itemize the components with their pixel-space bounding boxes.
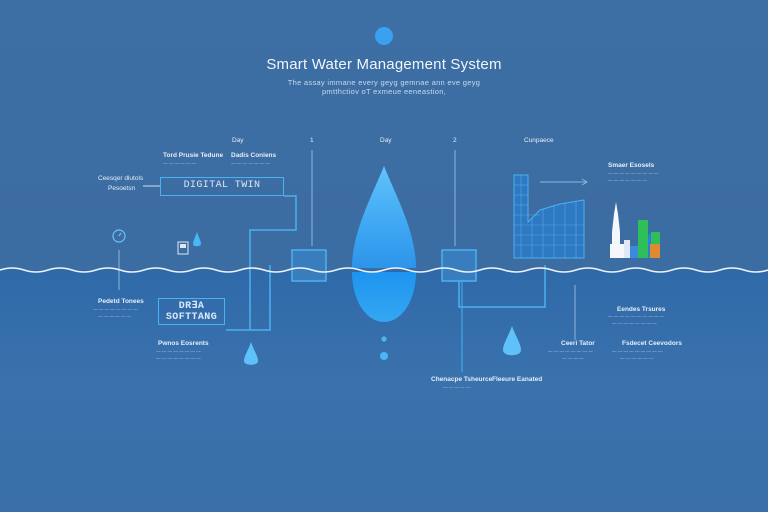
right-arrowhead — [581, 178, 588, 186]
node-square-right — [441, 249, 477, 282]
page-subtitle-line-1: The assay immane every geyg gemnae ann e… — [287, 78, 481, 87]
label-center-bottom-1-detail: — — — — — — [443, 385, 471, 390]
label-right-top: Smaer Esosels — [608, 162, 655, 169]
label-center-bottom-1: Chenacpe Tsheurce — [431, 376, 493, 383]
city-skyline-icon — [610, 202, 630, 258]
label-right-low-2-detail-1: — — — — — — — — — — [612, 349, 663, 354]
right-square-connector — [458, 265, 546, 308]
label-left-side-1: Ceesqer dlutols — [98, 175, 144, 182]
circle-dot-icon — [375, 27, 393, 45]
node-square-left — [291, 249, 327, 282]
timeline-num-1: 1 — [310, 137, 314, 144]
label-lower-left-1: Pedetd Tonees — [98, 298, 144, 305]
timeline-num-2: 2 — [453, 137, 457, 144]
pump-icon — [177, 232, 201, 255]
timeline-day-1: Day — [232, 137, 244, 144]
water-drop-icon-right — [503, 326, 521, 356]
label-center-bottom-2: Fleeure Eanated — [492, 376, 543, 383]
water-drop-main — [352, 166, 416, 268]
label-right-low-1-detail-1: — — — — — — — — — [548, 349, 593, 354]
water-drop-icon-left — [244, 342, 258, 365]
label-top-left-1-detail: — — — — — — — [163, 161, 197, 166]
drip-dot-1 — [381, 336, 387, 342]
page-title: Smart Water Management System — [266, 56, 502, 73]
timeline-day-2: Day — [380, 137, 392, 144]
label-right-top-detail-1: — — — — — — — — — — [608, 171, 659, 176]
water-surface-line — [0, 267, 768, 273]
grid-building — [513, 174, 585, 259]
label-right-mid: Eendes Trsures — [617, 306, 666, 313]
drip-dot-2 — [380, 352, 388, 360]
digital-twin-box[interactable]: DIGITAL TWIN — [160, 177, 284, 196]
label-right-top-detail-2: — — — — — — — — [608, 178, 648, 183]
label-right-low-1: Ceeri Tator — [561, 340, 595, 347]
label-top-left-1: Tord Prusie Tedune — [163, 152, 224, 159]
label-right-low-1-detail-2: — — — — — [562, 356, 584, 361]
label-right-low-2-detail-2: — — — — — — — [620, 356, 654, 361]
data-software-box[interactable]: DR∃A SOFTTANG — [158, 298, 225, 325]
data-software-line-1: DR∃A — [178, 301, 205, 312]
label-lower-left-2: Pwnos Eosrents — [158, 340, 209, 347]
label-lower-left-1-detail-2: — — — — — — — [98, 314, 132, 319]
label-right-mid-detail-1: — — — — — — — — — — — [608, 314, 665, 319]
label-lower-left-2-detail-1: — — — — — — — — — [156, 349, 201, 354]
water-drop-submerged — [352, 272, 416, 322]
gauge-icon — [112, 229, 126, 243]
label-top-left-2-detail: — — — — — — — — [231, 161, 271, 166]
timeline-stage-3: Cunpaece — [524, 137, 554, 144]
label-top-left-2: Dadis Conlens — [231, 152, 277, 159]
left-square-connector — [226, 265, 271, 331]
bar-chart-icon — [630, 220, 660, 258]
data-software-line-2: SOFTTANG — [165, 312, 218, 323]
label-right-mid-detail-2: — — — — — — — — — [612, 321, 657, 326]
label-lower-left-2-detail-2: — — — — — — — — — [156, 356, 201, 361]
label-lower-left-1-detail-1: — — — — — — — — — [93, 307, 138, 312]
twin-connector — [249, 195, 297, 330]
label-left-side-2: Pesoetsn — [108, 185, 136, 192]
page-subtitle-line-2: pmtthctiov oT exmeue eeneastion, — [321, 87, 447, 96]
label-right-low-2: Fsdecet Ceevodors — [622, 340, 682, 347]
